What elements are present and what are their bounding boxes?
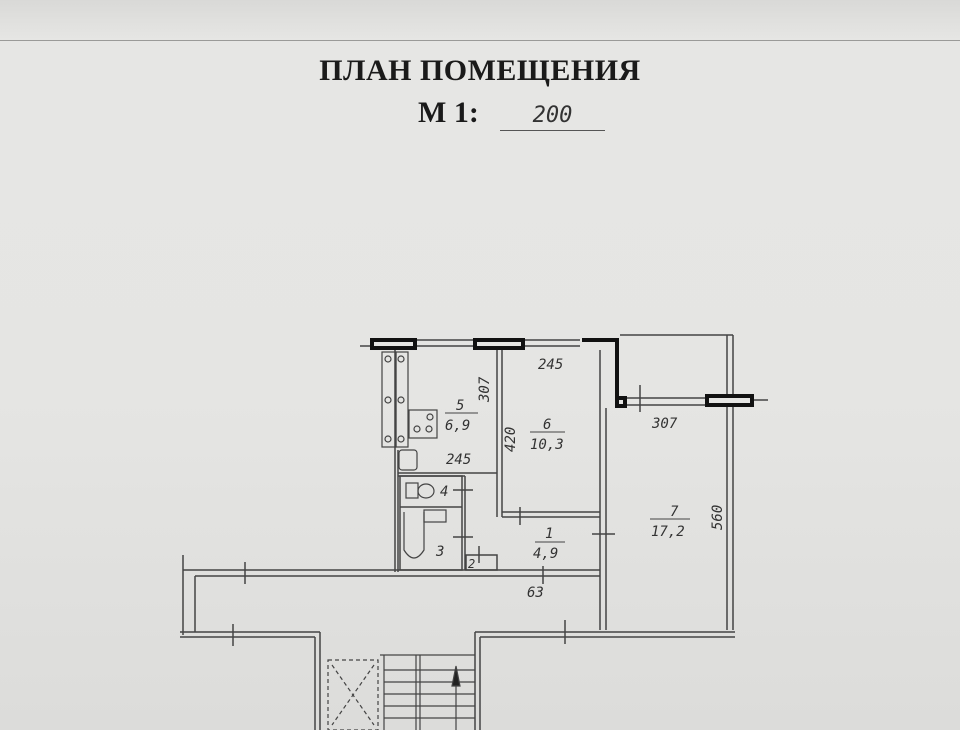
- toilet-icon: [405, 482, 435, 499]
- room-1-number: 1: [545, 526, 553, 542]
- thick-walls: [370, 338, 754, 408]
- scale-label: М 1:: [418, 96, 479, 129]
- dim-room7-depth: 560: [710, 505, 726, 530]
- room-2-number: 2: [468, 557, 475, 571]
- thin-walls: [180, 334, 768, 730]
- stove-icon: [408, 409, 438, 439]
- sink-icon: [398, 449, 418, 471]
- room-6-number: 6: [543, 417, 551, 433]
- room-1-area: 4,9: [533, 546, 558, 562]
- plan-title: ПЛАН ПОМЕЩЕНИЯ: [319, 54, 641, 87]
- dim-kitchen-depth: 307: [477, 376, 493, 403]
- kitchen-cabinets: [381, 351, 409, 448]
- dim-kitchen-width: 245: [446, 452, 471, 468]
- room-5-area: 6,9: [445, 418, 470, 434]
- room-5-number: 5: [456, 398, 464, 414]
- staircase: [380, 654, 475, 730]
- room-7-number: 7: [670, 504, 679, 520]
- dim-room7-width: 307: [651, 416, 678, 432]
- room-3-number: 3: [435, 544, 444, 560]
- room-7-area: 17,2: [651, 524, 685, 540]
- bathtub-icon: [403, 509, 447, 559]
- page-edge-line: [0, 40, 960, 41]
- room-6-area: 10,3: [530, 437, 564, 453]
- dim-room6-depth: 420: [503, 427, 519, 452]
- dim-hall: 63: [527, 585, 544, 601]
- scale-value: 200: [500, 103, 605, 131]
- elevator-shaft: [327, 659, 379, 730]
- dim-room6-width: 245: [538, 357, 563, 373]
- stair-arrow-icon: [451, 665, 461, 687]
- area-fraction-lines: [445, 412, 690, 543]
- room-4-number: 4: [440, 484, 448, 500]
